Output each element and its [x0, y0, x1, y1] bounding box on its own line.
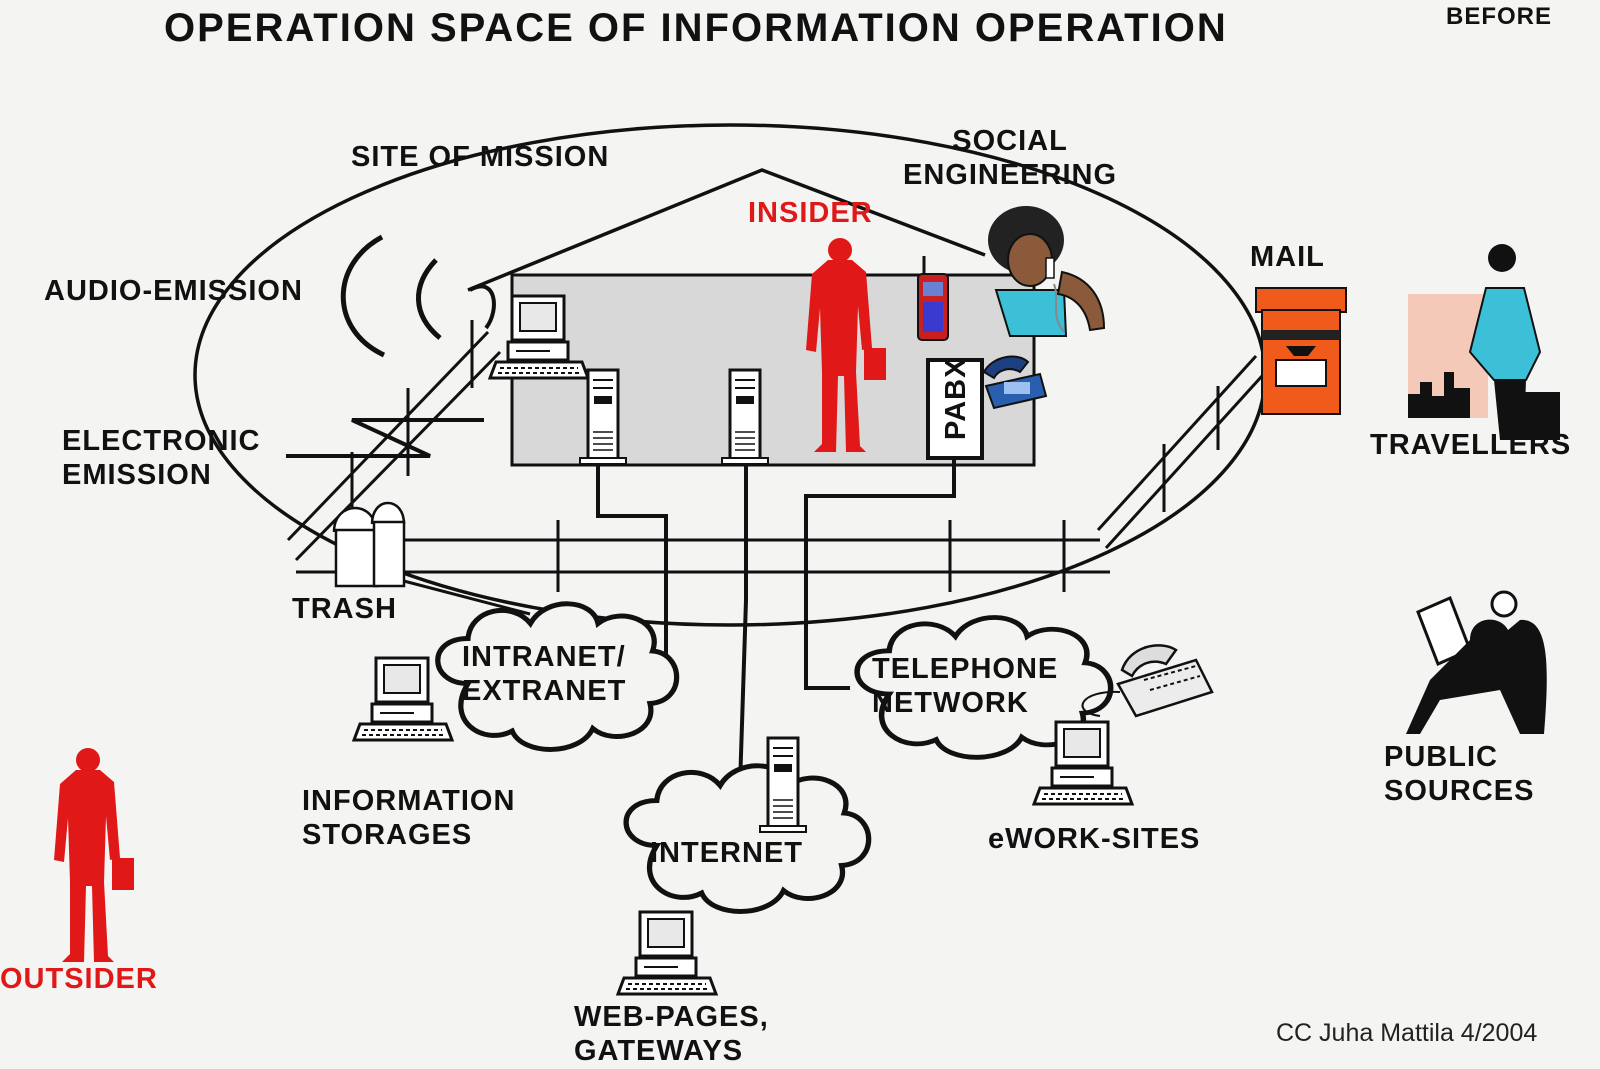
trash-can-icon	[332, 501, 406, 588]
outsider-label: OUTSIDER	[0, 963, 158, 995]
server-tower-icon	[578, 368, 628, 466]
site-of-mission-label: SITE OF MISSION	[351, 141, 610, 173]
before-tag: BEFORE	[1446, 3, 1553, 30]
cable-server1-intranet	[596, 462, 668, 656]
electronic-emission-label: ELECTRONIC EMISSION	[62, 425, 261, 491]
reader-icon	[1406, 590, 1547, 734]
woman-on-phone-icon	[988, 206, 1106, 337]
web-pages-gateways-label: WEB-PAGES, GATEWAYS	[574, 1001, 769, 1067]
credit-text: CC Juha Mattila 4/2004	[1276, 1019, 1538, 1047]
travellers-label: TRAVELLERS	[1370, 429, 1572, 461]
pabx-box	[926, 358, 984, 460]
intranet-extranet-label: INTRANET/ EXTRANET	[462, 641, 627, 707]
audio-emission-label: AUDIO-EMISSION	[44, 275, 303, 307]
insider-label: INSIDER	[748, 197, 873, 229]
traveller-icon	[1408, 244, 1560, 440]
social-engineering-label: SOCIAL ENGINEERING	[903, 125, 1118, 191]
computer-icon	[352, 656, 454, 742]
server-tower-icon	[720, 368, 770, 466]
outsider-figure-icon	[54, 748, 134, 962]
mobile-phone-icon	[917, 256, 949, 341]
ework-sites-label: eWORK-SITES	[988, 823, 1201, 855]
building-roof	[467, 168, 986, 292]
electronic-emission-zigzag	[286, 418, 484, 458]
audio-emission-waves	[340, 234, 386, 358]
computer-icon	[616, 910, 718, 996]
trash-label: TRASH	[292, 593, 397, 625]
telephone-network-label: TELEPHONE NETWORK	[872, 653, 1059, 719]
desk-phone-icon	[1081, 644, 1214, 718]
page-title: OPERATION SPACE OF INFORMATION OPERATION	[164, 6, 1228, 50]
pabx-label: PABX	[940, 357, 972, 440]
cable-pabx-telephone	[804, 460, 956, 690]
cable-server2-internet	[738, 462, 748, 787]
audio-emission-waves-inner	[416, 258, 442, 340]
mailbox-icon	[1255, 287, 1347, 415]
internet-label: INTERNET	[650, 837, 803, 869]
public-sources-label: PUBLIC SOURCES	[1384, 741, 1535, 807]
information-storages-label: INFORMATION STORAGES	[302, 785, 516, 851]
desk-phone-icon	[982, 355, 1048, 410]
server-tower-icon	[758, 736, 808, 834]
mail-label: MAIL	[1250, 241, 1325, 273]
